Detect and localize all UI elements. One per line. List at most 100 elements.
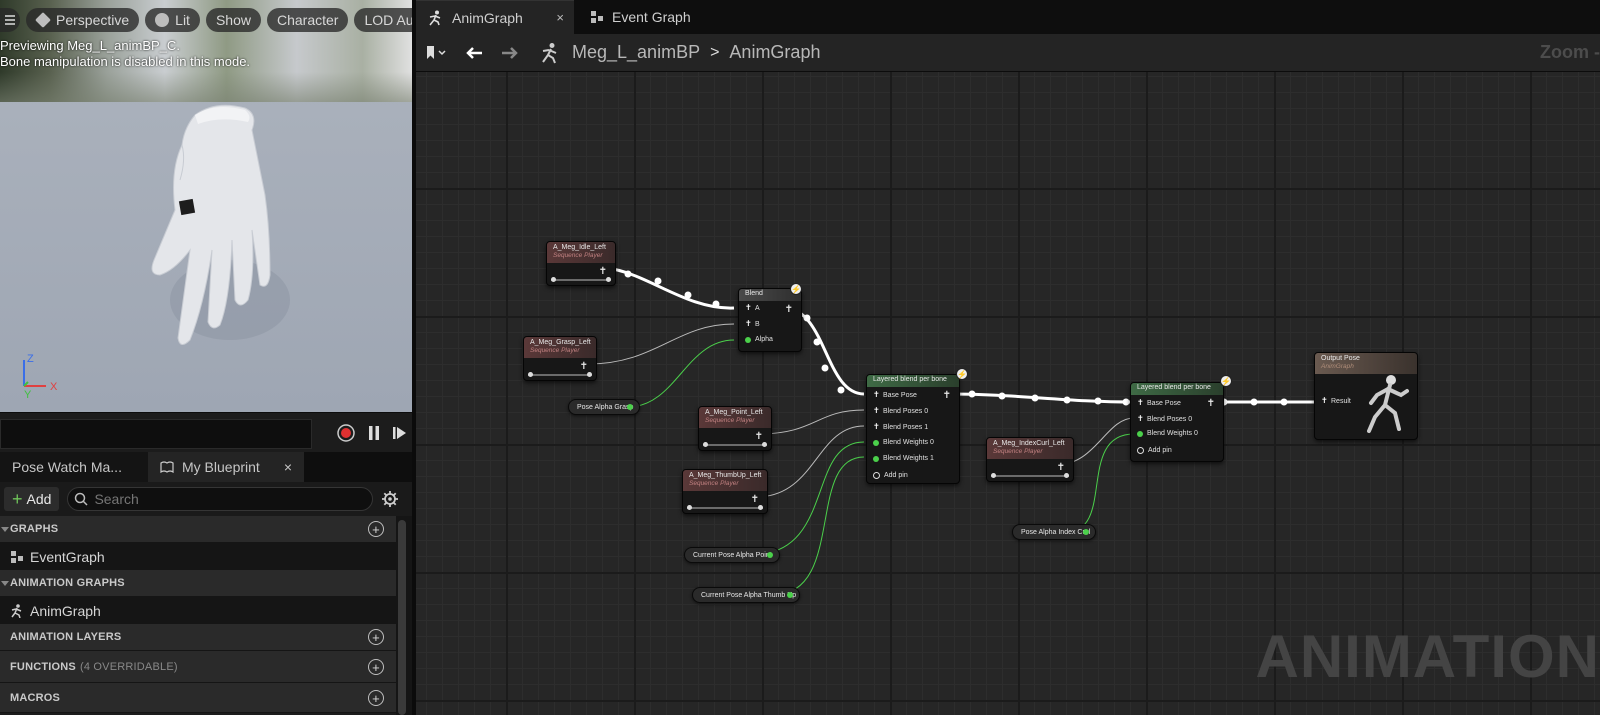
pin-base-pose[interactable]: ✝Base Pose xyxy=(1137,399,1181,407)
pose-output-pin[interactable]: ✝ xyxy=(754,431,763,442)
add-function-button[interactable]: + xyxy=(368,659,384,675)
node-grasp-sequence-player[interactable]: A_Meg_Grasp_Left Sequence Player ✝ xyxy=(523,336,597,381)
add-layer-button[interactable]: + xyxy=(368,629,384,645)
float-pin-icon xyxy=(1083,529,1089,535)
tab-animgraph[interactable]: AnimGraph × xyxy=(416,0,574,34)
node-output-pose[interactable]: Output Pose AnimGraph ✝Result xyxy=(1314,352,1418,440)
node-thumbup-sequence-player[interactable]: A_Meg_ThumbUp_Left Sequence Player ✝ xyxy=(682,469,768,514)
my-blueprint-close-button[interactable]: × xyxy=(283,459,292,475)
lit-button[interactable]: Lit xyxy=(145,8,200,32)
event-graph-icon xyxy=(591,11,603,23)
gear-icon[interactable] xyxy=(381,490,399,508)
variable-current-pose-alpha-point[interactable]: Current Pose Alpha Point xyxy=(684,547,780,563)
pin-label: Blend Weights 0 xyxy=(1147,430,1198,437)
tab-pose-watch[interactable]: Pose Watch Ma... xyxy=(0,452,148,482)
variable-pose-alpha-grasp[interactable]: Pose Alpha Grasp xyxy=(568,399,640,415)
bookmark-button[interactable] xyxy=(416,39,456,67)
section-animation-graphs[interactable]: ANIMATION GRAPHS xyxy=(0,570,396,597)
pin-a-label: A xyxy=(755,304,760,312)
pin-alpha[interactable]: Alpha xyxy=(745,336,773,343)
show-button[interactable]: Show xyxy=(205,8,261,32)
node-title: A_Meg_Idle_Left xyxy=(553,244,606,251)
running-figure-icon xyxy=(542,42,557,63)
variable-pose-alpha-index-curl[interactable]: Pose Alpha Index Curl xyxy=(1012,524,1096,540)
anim-graph-canvas[interactable]: A_Meg_Idle_Left Sequence Player ✝ A_Meg_… xyxy=(416,72,1600,715)
variable-label: Current Pose Alpha Thumb Up xyxy=(701,591,797,599)
pause-button[interactable] xyxy=(362,421,386,445)
pose-output-pin[interactable]: ✝ xyxy=(1206,398,1215,409)
section-macros[interactable]: MACROS + xyxy=(0,683,396,713)
functions-header: FUNCTIONS xyxy=(10,660,76,673)
search-input[interactable] xyxy=(94,491,355,507)
add-button[interactable]: + Add xyxy=(4,487,60,511)
pin-b[interactable]: ✝B xyxy=(745,320,760,328)
pose-output-pin[interactable]: ✝ xyxy=(1056,462,1065,473)
node-indexcurl-sequence-player[interactable]: A_Meg_IndexCurl_Left Sequence Player ✝ xyxy=(986,437,1074,482)
character-button[interactable]: Character xyxy=(266,8,349,32)
pose-output-pin[interactable]: ✝ xyxy=(579,361,588,372)
blueprint-scrollbar[interactable] xyxy=(398,520,406,715)
pin-blend-poses-1[interactable]: ✝Blend Poses 1 xyxy=(873,423,928,431)
timeline-scrubber[interactable] xyxy=(0,419,312,449)
back-button[interactable] xyxy=(456,39,492,67)
animgraph-tab-close-button[interactable]: × xyxy=(556,10,564,25)
list-item-animgraph[interactable]: AnimGraph xyxy=(0,597,396,624)
panel-divider[interactable] xyxy=(412,0,416,715)
pose-output-pin[interactable]: ✝ xyxy=(750,494,759,505)
section-animation-layers[interactable]: ANIMATION LAYERS + xyxy=(0,624,396,651)
tab-event-graph[interactable]: Event Graph xyxy=(578,0,703,34)
pin-label: Add pin xyxy=(1148,447,1172,454)
list-item-eventgraph[interactable]: EventGraph xyxy=(0,543,396,570)
pin-blend-weights-0[interactable]: Blend Weights 0 xyxy=(873,439,934,446)
breadcrumb-blueprint[interactable]: Meg_L_animBP xyxy=(572,42,701,62)
preview-viewport[interactable]: Perspective Lit Show Character LOD Auto … xyxy=(0,0,412,412)
pin-base-pose[interactable]: ✝Base Pose xyxy=(873,391,917,399)
pose-output-pin[interactable]: ✝ xyxy=(784,304,793,315)
pose-output-pin[interactable]: ✝ xyxy=(942,390,951,401)
pin-blend-poses-0[interactable]: ✝Blend Poses 0 xyxy=(1137,415,1192,423)
viewport-menu-button[interactable] xyxy=(0,8,20,32)
section-functions[interactable]: FUNCTIONS (4 OVERRIDABLE) + xyxy=(0,651,396,683)
add-pin-button[interactable]: Add pin xyxy=(1137,447,1172,454)
pin-blend-poses-0[interactable]: ✝Blend Poses 0 xyxy=(873,407,928,415)
node-point-sequence-player[interactable]: A_Meg_Point_Left Sequence Player ✝ xyxy=(698,406,772,451)
viewport-toolbar: Perspective Lit Show Character LOD Auto xyxy=(0,6,412,34)
breadcrumb-graph[interactable]: AnimGraph xyxy=(729,42,821,62)
lod-button[interactable]: LOD Auto xyxy=(354,8,412,32)
pin-blend-weights-0[interactable]: Blend Weights 0 xyxy=(1137,430,1198,437)
variable-current-pose-alpha-thumbup[interactable]: Current Pose Alpha Thumb Up xyxy=(692,587,800,603)
forward-button[interactable] xyxy=(492,39,528,67)
hand-mesh-preview xyxy=(151,104,290,345)
playback-bar xyxy=(528,372,592,377)
node-layered-blend-per-bone-1[interactable]: Layered blend per bone ✝ ✝Base Pose ✝Ble… xyxy=(866,374,960,484)
node-blend[interactable]: Blend ✝ ✝A ✝B Alpha xyxy=(738,288,802,352)
variable-label: Pose Alpha Index Curl xyxy=(1021,528,1091,536)
pose-pin-icon: ✝ xyxy=(1137,414,1144,423)
graph-navigation-bar: Meg_L_animBP > AnimGraph Zoom - xyxy=(416,34,1600,72)
viewport-message-line2: Bone manipulation is disabled in this mo… xyxy=(0,54,251,69)
record-button[interactable] xyxy=(334,421,358,445)
axis-x-label: X xyxy=(50,381,58,393)
node-idle-sequence-player[interactable]: A_Meg_Idle_Left Sequence Player ✝ xyxy=(546,241,616,286)
playback-bar xyxy=(687,505,763,510)
pose-output-pin[interactable]: ✝ xyxy=(598,266,607,277)
add-pin-button[interactable]: Add pin xyxy=(873,472,908,479)
pin-result[interactable]: ✝Result xyxy=(1321,397,1351,405)
perspective-button[interactable]: Perspective xyxy=(26,8,140,32)
search-box[interactable] xyxy=(67,487,374,511)
tab-my-blueprint[interactable]: My Blueprint × xyxy=(148,452,304,482)
pin-a[interactable]: ✝A xyxy=(745,304,760,312)
pin-alpha-label: Alpha xyxy=(755,336,773,343)
plus-icon: + xyxy=(12,489,23,509)
section-graphs[interactable]: GRAPHS + xyxy=(0,516,396,543)
node-layered-blend-per-bone-2[interactable]: Layered blend per bone ✝ ✝Base Pose ✝Ble… xyxy=(1130,382,1224,462)
pin-blend-weights-1[interactable]: Blend Weights 1 xyxy=(873,455,934,462)
add-macro-button[interactable]: + xyxy=(368,690,384,706)
pose-pin-icon: ✝ xyxy=(873,406,880,415)
running-figure-icon xyxy=(429,10,441,25)
pose-pin-icon: ✝ xyxy=(873,422,880,431)
node-header: Output Pose AnimGraph xyxy=(1315,353,1417,374)
add-graph-button[interactable]: + xyxy=(368,521,384,537)
step-forward-button[interactable] xyxy=(388,421,412,445)
